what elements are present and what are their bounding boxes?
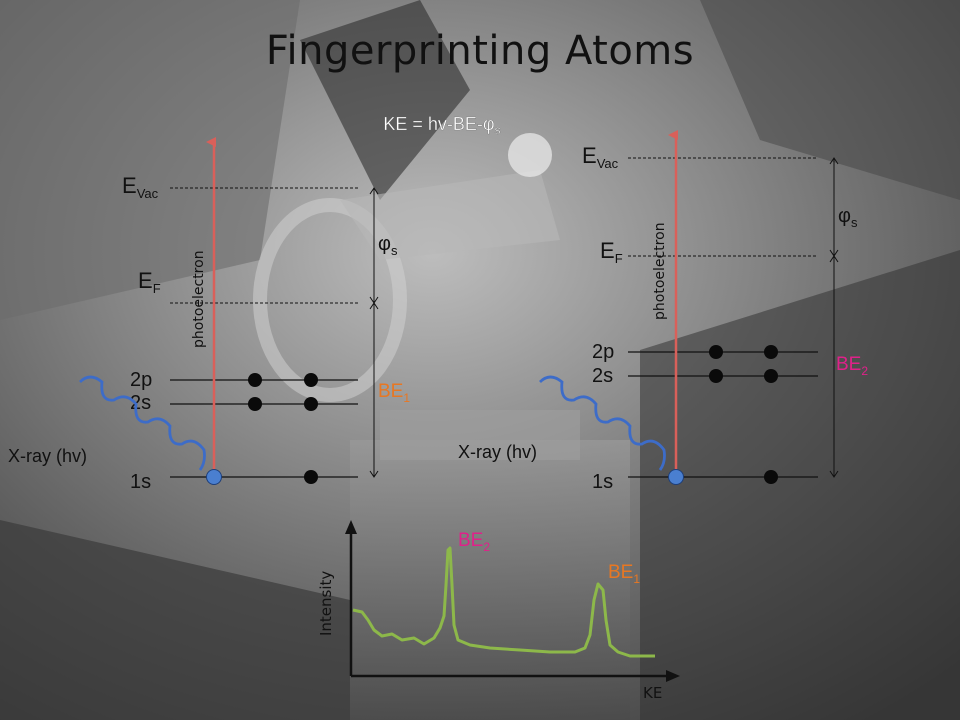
spectrum-plot: Intensity KE BE2 BE1 xyxy=(317,520,680,702)
right-2p-electron xyxy=(709,345,723,359)
equation-subscript: s xyxy=(495,123,501,137)
left-2s-electron xyxy=(248,397,262,411)
right-2s-label: 2s xyxy=(592,365,613,387)
right-evac-label: EVac xyxy=(582,143,619,171)
right-xray-label: X-ray (hv) xyxy=(458,442,537,462)
right-ef-label: EF xyxy=(600,238,623,266)
left-be1-label: BE1 xyxy=(378,381,410,405)
right-energy-diagram: EVac EF 2p 2s 1s photoelectron φs BE2 X-… xyxy=(458,130,868,493)
right-be2-label: BE2 xyxy=(836,354,868,378)
left-ef-label: EF xyxy=(138,268,161,296)
right-1s-electron xyxy=(764,470,778,484)
left-emitted-electron xyxy=(206,469,222,485)
spectrum-ylabel: Intensity xyxy=(317,571,335,636)
right-2s-electron xyxy=(709,369,723,383)
spectrum-curve xyxy=(352,546,655,658)
left-xray-wave xyxy=(79,375,206,471)
right-phi-label: φs xyxy=(838,205,858,230)
left-2p-electron xyxy=(248,373,262,387)
right-xray-wave xyxy=(539,375,666,471)
left-2s-electron xyxy=(304,397,318,411)
left-xray-label: X-ray (hv) xyxy=(8,446,87,466)
right-1s-label: 1s xyxy=(592,471,613,493)
right-2p-electron xyxy=(764,345,778,359)
left-2p-label: 2p xyxy=(130,369,152,391)
left-evac-label: EVac xyxy=(122,173,159,201)
left-energy-diagram: EVac EF 2p 2s 1s photoelectron φs BE1 xyxy=(8,137,410,493)
equation: KE = hv-BE-φs xyxy=(383,114,500,137)
left-1s-electron xyxy=(304,470,318,484)
right-2s-electron xyxy=(764,369,778,383)
right-photoelectron-label: photoelectron xyxy=(652,222,668,320)
left-1s-label: 1s xyxy=(130,471,151,493)
left-photoelectron-label: photoelectron xyxy=(191,250,207,348)
right-2p-label: 2p xyxy=(592,341,614,363)
left-2s-label: 2s xyxy=(130,392,151,414)
spectrum-peak-be2-label: BE2 xyxy=(458,530,490,554)
left-2p-electron xyxy=(304,373,318,387)
spectrum-peak-be1-label: BE1 xyxy=(608,562,640,586)
page-title: Fingerprinting Atoms xyxy=(265,28,695,74)
left-phi-label: φs xyxy=(378,233,398,258)
right-emitted-electron xyxy=(668,469,684,485)
spectrum-xlabel: KE xyxy=(643,684,662,702)
